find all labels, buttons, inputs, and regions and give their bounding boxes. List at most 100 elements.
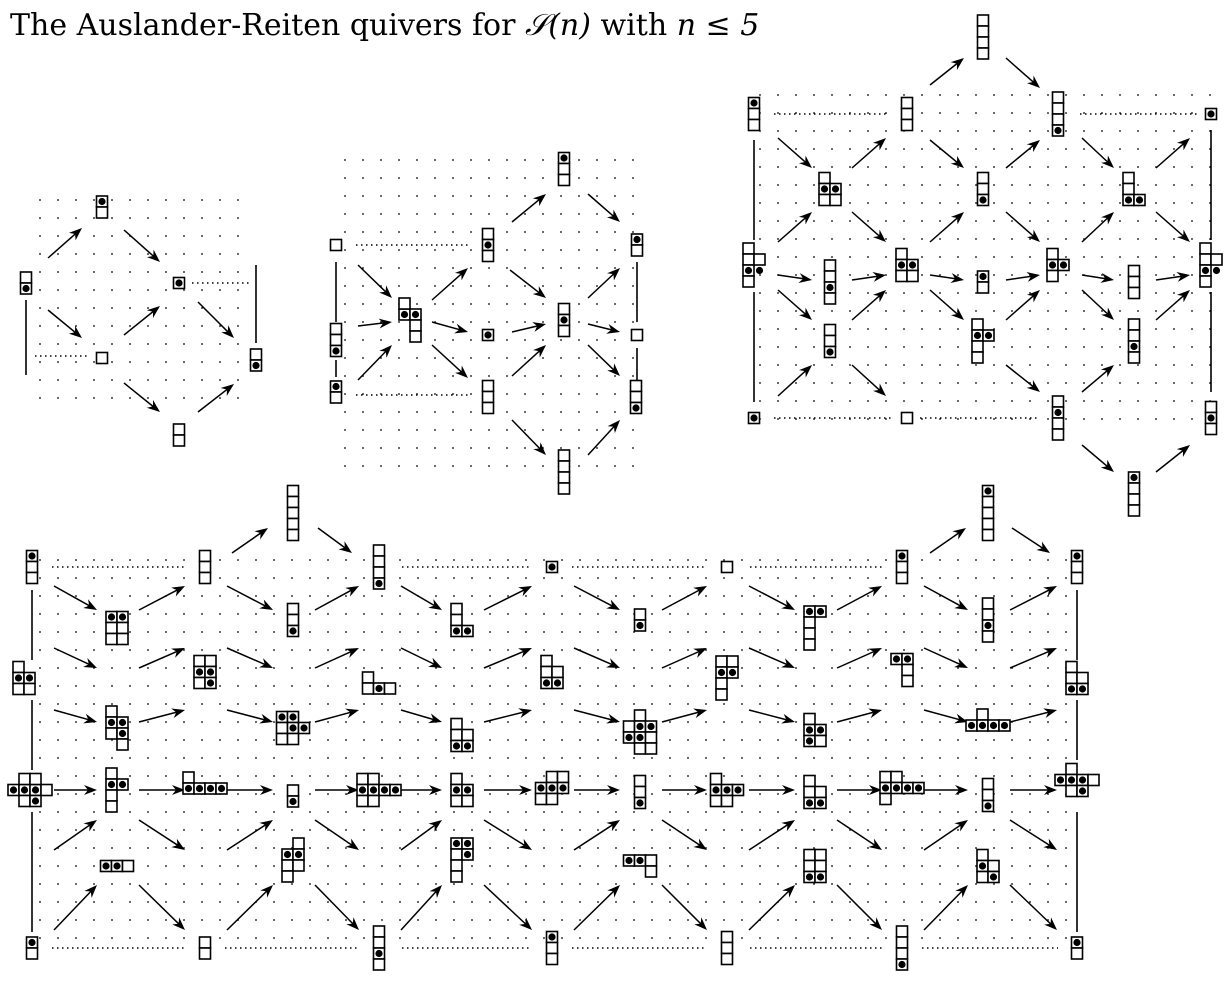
mesh-dot: [579, 775, 581, 777]
mesh-dot: [93, 739, 95, 741]
quiver-vertex: [1127, 471, 1141, 517]
mesh-dot: [957, 292, 959, 294]
box-cell: [906, 269, 919, 283]
mesh-dot: [255, 577, 257, 579]
dot-marker: [717, 668, 726, 677]
mesh-dot: [614, 195, 616, 197]
mesh-dot: [597, 739, 599, 741]
quiver-arrow: [923, 709, 965, 722]
mesh-dot: [777, 130, 779, 132]
mesh-dot: [921, 292, 923, 294]
mesh-dot: [1065, 130, 1067, 132]
dot-marker: [750, 99, 758, 107]
mesh-dot: [651, 559, 653, 561]
box-cell: [1046, 247, 1059, 261]
mesh-dot: [452, 411, 454, 413]
mesh-dot: [417, 631, 419, 633]
mesh-dot: [147, 685, 149, 687]
mesh-dot: [470, 159, 472, 161]
mesh-dot: [237, 937, 239, 939]
mesh-dot: [219, 577, 221, 579]
mesh-dot: [417, 667, 419, 669]
mesh-dot: [147, 199, 149, 201]
mesh-dot: [741, 883, 743, 885]
mesh-dot: [1047, 757, 1049, 759]
box-cell: [1210, 253, 1223, 266]
mesh-dot: [363, 703, 365, 705]
mesh-dot: [542, 177, 544, 179]
mesh-dot: [1155, 346, 1157, 348]
mesh-dot: [669, 919, 671, 921]
mesh-dot: [344, 393, 346, 395]
mesh-dot: [759, 220, 761, 222]
quiver-arrow: [138, 648, 182, 669]
mesh-dot: [1029, 775, 1031, 777]
mesh-dot: [543, 631, 545, 633]
mesh-dot: [831, 901, 833, 903]
mesh-dot: [399, 613, 401, 615]
mesh-dot: [506, 177, 508, 179]
arrow-head: [378, 318, 392, 329]
mesh-dot: [921, 721, 923, 723]
mesh-dot: [1083, 400, 1085, 402]
quiver-vertex: [976, 270, 990, 294]
quiver-vertex: [557, 151, 571, 187]
mesh-dot: [741, 559, 743, 561]
mesh-dot: [417, 847, 419, 849]
mesh-dot: [183, 199, 185, 201]
mesh-dot: [849, 364, 851, 366]
box-cell: [709, 794, 723, 808]
mesh-dot: [129, 559, 131, 561]
box-cell: [976, 182, 990, 196]
mesh-dot: [1047, 166, 1049, 168]
mesh-dot: [381, 829, 383, 831]
arrow-head: [259, 820, 273, 832]
mesh-dot: [795, 685, 797, 687]
mesh-dot: [57, 289, 59, 291]
mesh-dot: [417, 649, 419, 651]
mesh-dot: [579, 865, 581, 867]
mesh-dot: [345, 847, 347, 849]
box-cell: [715, 688, 728, 701]
box-cell: [633, 608, 647, 621]
mesh-dot: [75, 613, 77, 615]
mesh-dot: [885, 847, 887, 849]
mesh-dot: [957, 256, 959, 258]
dot-marker: [805, 799, 814, 807]
dot-marker: [375, 949, 383, 958]
mesh-dots: [39, 94, 1211, 939]
quiver-arrow: [511, 195, 544, 223]
dot-marker: [332, 347, 340, 355]
mesh-dot: [543, 775, 545, 777]
box-cell: [720, 930, 734, 944]
mesh-dot: [597, 667, 599, 669]
mesh-dot: [75, 721, 77, 723]
mesh-dot: [471, 775, 473, 777]
mesh-dot: [1011, 559, 1013, 561]
dot-marker: [463, 786, 472, 794]
mesh-dot: [309, 739, 311, 741]
mesh-dot: [903, 919, 905, 921]
mesh-dot: [489, 595, 491, 597]
mesh-dot: [489, 721, 491, 723]
mesh-dot: [75, 775, 77, 777]
mesh-dot: [813, 94, 815, 96]
box-cell: [644, 854, 658, 867]
mesh-dot: [651, 793, 653, 795]
box-cell: [361, 671, 375, 684]
mesh-dot: [578, 339, 580, 341]
box-cell: [281, 859, 294, 872]
arrow-head: [872, 138, 886, 151]
mesh-dot: [867, 631, 869, 633]
mesh-dot: [687, 703, 689, 705]
mesh-dot: [381, 631, 383, 633]
mesh-dot: [1173, 274, 1175, 276]
mesh-dot: [147, 811, 149, 813]
mesh-dot: [309, 775, 311, 777]
mesh-dot: [273, 721, 275, 723]
mesh-dot: [885, 919, 887, 921]
mesh-dot: [867, 382, 869, 384]
mesh-dot: [777, 346, 779, 348]
mesh-dot: [561, 811, 563, 813]
mesh-dot: [165, 271, 167, 273]
